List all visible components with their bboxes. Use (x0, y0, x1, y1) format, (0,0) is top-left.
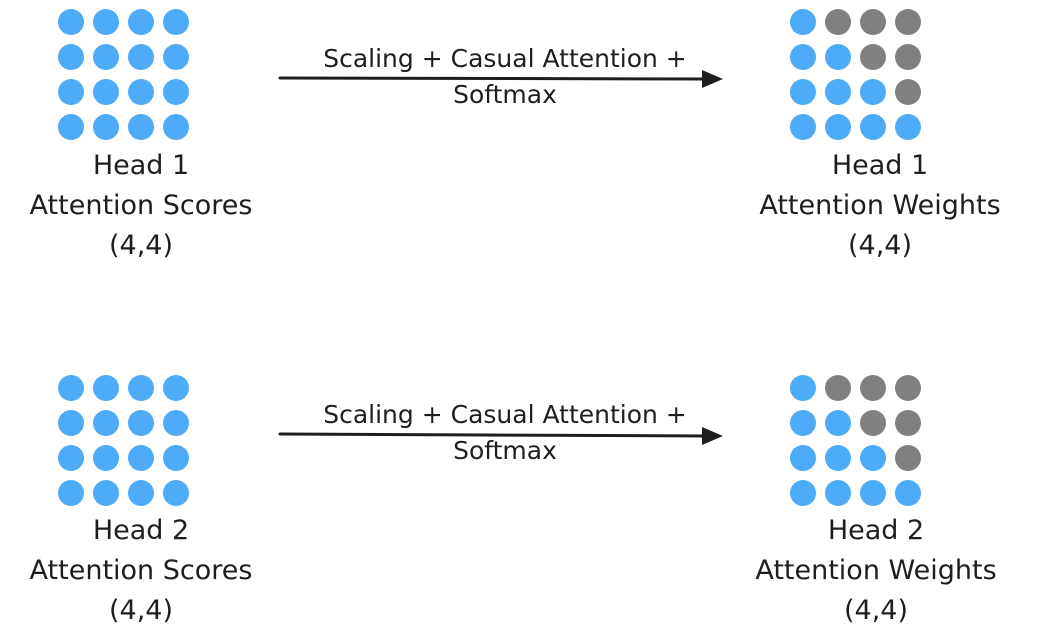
active-cell-dot (163, 9, 189, 35)
active-cell-dot (163, 79, 189, 105)
active-cell-dot (825, 410, 851, 436)
head2-weights-caption: Head 2 Attention Weights (4,4) (726, 511, 1026, 631)
active-cell-dot (860, 114, 886, 140)
matrix-shape: (4,4) (108, 230, 173, 261)
active-cell-dot (895, 114, 921, 140)
active-cell-dot (93, 410, 119, 436)
active-cell-dot (93, 480, 119, 506)
active-cell-dot (860, 445, 886, 471)
active-cell-dot (58, 44, 84, 70)
active-cell-dot (93, 9, 119, 35)
head1-scores-caption: Head 1 Attention Scores (4,4) (0, 146, 282, 266)
active-cell-dot (860, 79, 886, 105)
active-cell-dot (58, 445, 84, 471)
head-label: Head 1 (831, 150, 929, 181)
active-cell-dot (128, 445, 154, 471)
head1-weights-grid (790, 9, 921, 140)
matrix-shape: (4,4) (843, 595, 908, 626)
active-cell-dot (895, 480, 921, 506)
active-cell-dot (58, 79, 84, 105)
masked-cell-dot (895, 79, 921, 105)
active-cell-dot (128, 79, 154, 105)
active-cell-dot (93, 445, 119, 471)
active-cell-dot (128, 9, 154, 35)
active-cell-dot (163, 44, 189, 70)
active-cell-dot (163, 114, 189, 140)
active-cell-dot (825, 79, 851, 105)
active-cell-dot (163, 480, 189, 506)
active-cell-dot (58, 480, 84, 506)
active-cell-dot (58, 375, 84, 401)
active-cell-dot (790, 79, 816, 105)
transform-label-line1: Scaling + Casual Attention + (323, 400, 687, 429)
head-label: Head 2 (827, 515, 925, 546)
active-cell-dot (128, 410, 154, 436)
matrix-name: Attention Weights (755, 555, 997, 586)
head1-transform-label: Scaling + Casual Attention + Softmax (280, 41, 730, 113)
active-cell-dot (790, 480, 816, 506)
masked-cell-dot (825, 375, 851, 401)
masked-cell-dot (860, 9, 886, 35)
active-cell-dot (128, 375, 154, 401)
matrix-shape: (4,4) (108, 595, 173, 626)
active-cell-dot (825, 480, 851, 506)
masked-cell-dot (860, 410, 886, 436)
matrix-name: Attention Scores (29, 190, 253, 221)
active-cell-dot (790, 375, 816, 401)
active-cell-dot (790, 44, 816, 70)
head1-weights-caption: Head 1 Attention Weights (4,4) (730, 146, 1030, 266)
matrix-name: Attention Weights (759, 190, 1001, 221)
transform-label-line1: Scaling + Casual Attention + (323, 44, 687, 73)
transform-label-line2: Softmax (453, 436, 557, 465)
active-cell-dot (93, 114, 119, 140)
masked-cell-dot (825, 9, 851, 35)
active-cell-dot (58, 9, 84, 35)
masked-cell-dot (860, 375, 886, 401)
masked-cell-dot (895, 375, 921, 401)
matrix-name: Attention Scores (29, 555, 253, 586)
head2-scores-grid (58, 375, 189, 506)
active-cell-dot (163, 375, 189, 401)
masked-cell-dot (895, 445, 921, 471)
active-cell-dot (163, 445, 189, 471)
active-cell-dot (825, 445, 851, 471)
active-cell-dot (128, 114, 154, 140)
head-label: Head 1 (92, 150, 190, 181)
head2-weights-grid (790, 375, 921, 506)
matrix-shape: (4,4) (847, 230, 912, 261)
active-cell-dot (825, 44, 851, 70)
active-cell-dot (825, 114, 851, 140)
active-cell-dot (58, 410, 84, 436)
head1-scores-grid (58, 9, 189, 140)
active-cell-dot (128, 44, 154, 70)
active-cell-dot (93, 44, 119, 70)
masked-cell-dot (860, 44, 886, 70)
head2-scores-caption: Head 2 Attention Scores (4,4) (0, 511, 282, 631)
head-label: Head 2 (92, 515, 190, 546)
active-cell-dot (790, 114, 816, 140)
masked-cell-dot (895, 9, 921, 35)
active-cell-dot (860, 480, 886, 506)
transform-label-line2: Softmax (453, 80, 557, 109)
active-cell-dot (93, 375, 119, 401)
head2-transform-label: Scaling + Casual Attention + Softmax (280, 397, 730, 469)
active-cell-dot (128, 480, 154, 506)
masked-cell-dot (895, 44, 921, 70)
active-cell-dot (163, 410, 189, 436)
active-cell-dot (58, 114, 84, 140)
active-cell-dot (790, 410, 816, 436)
active-cell-dot (93, 79, 119, 105)
active-cell-dot (790, 445, 816, 471)
active-cell-dot (790, 9, 816, 35)
masked-cell-dot (895, 410, 921, 436)
